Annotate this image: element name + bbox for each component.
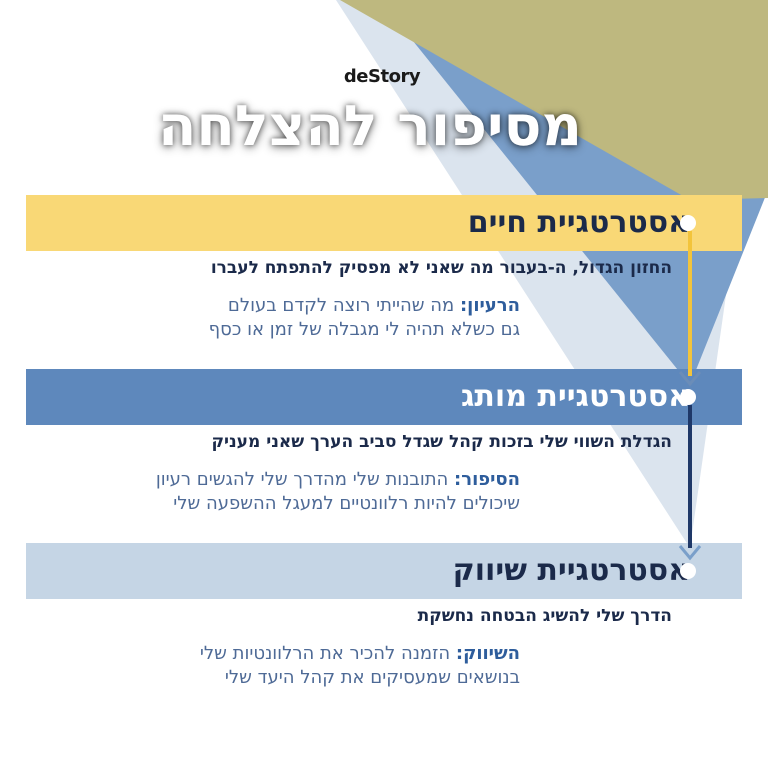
section-subtitle: החזון הגדול, ה-בעבור מה שאני לא מפסיק לה… xyxy=(210,258,672,278)
page-title: מסיפור להצלחה xyxy=(157,94,583,159)
section-title: אסטרטגיית חיים xyxy=(467,205,690,240)
section-title: אסטרטגיית שיווק xyxy=(452,553,690,588)
section-band-life-strategy: אסטרטגיית חיים xyxy=(26,195,742,251)
section-label: השיווק: xyxy=(455,643,520,664)
section-band-brand-strategy: אסטרטגיית מותג xyxy=(26,369,742,425)
timeline-dot xyxy=(680,563,696,579)
section-body-line: התובנות שלי מהדרך שלי להגשים רעיון xyxy=(155,469,455,490)
section-body-line: בנושאים שמעסיקים את קהל היעד שלי xyxy=(224,667,520,688)
section-body: הסיפור: התובנות שלי מהדרך שלי להגשים רעי… xyxy=(156,468,520,516)
section-label: הסיפור: xyxy=(454,469,520,490)
section-subtitle: הגדלת השווי שלי בזכות קהל שגדל סביב הערך… xyxy=(211,432,672,452)
olive-triangle xyxy=(340,0,768,200)
section-body: הרעיון: מה שהייתי רוצה לקדם בעולם גם כשל… xyxy=(209,294,520,342)
arrow-head-1 xyxy=(678,371,702,387)
section-body-line: גם כשלא תהיה לי מגבלה של זמן או כסף xyxy=(208,319,520,340)
timeline-dot xyxy=(680,389,696,405)
section-body-line: הזמנה להכיר את הרלוונטיות שלי xyxy=(199,643,456,664)
section-subtitle: הדרך שלי להשיג הבטחה נחשקת xyxy=(417,606,672,626)
section-label: הרעיון: xyxy=(459,295,520,316)
arrow-head-2 xyxy=(678,545,702,561)
section-title: אסטרטגיית מותג xyxy=(461,379,690,414)
section-body: השיווק: הזמנה להכיר את הרלוונטיות שלי בנ… xyxy=(200,642,520,690)
section-body-line: שיכולים להיות רלוונטיים למעגל ההשפעה שלי xyxy=(173,493,520,514)
section-body-line: מה שהייתי רוצה לקדם בעולם xyxy=(227,295,460,316)
section-band-marketing-strategy: אסטרטגיית שיווק xyxy=(26,543,742,599)
timeline-dot xyxy=(680,215,696,231)
brand-logo: deStory xyxy=(343,66,421,87)
